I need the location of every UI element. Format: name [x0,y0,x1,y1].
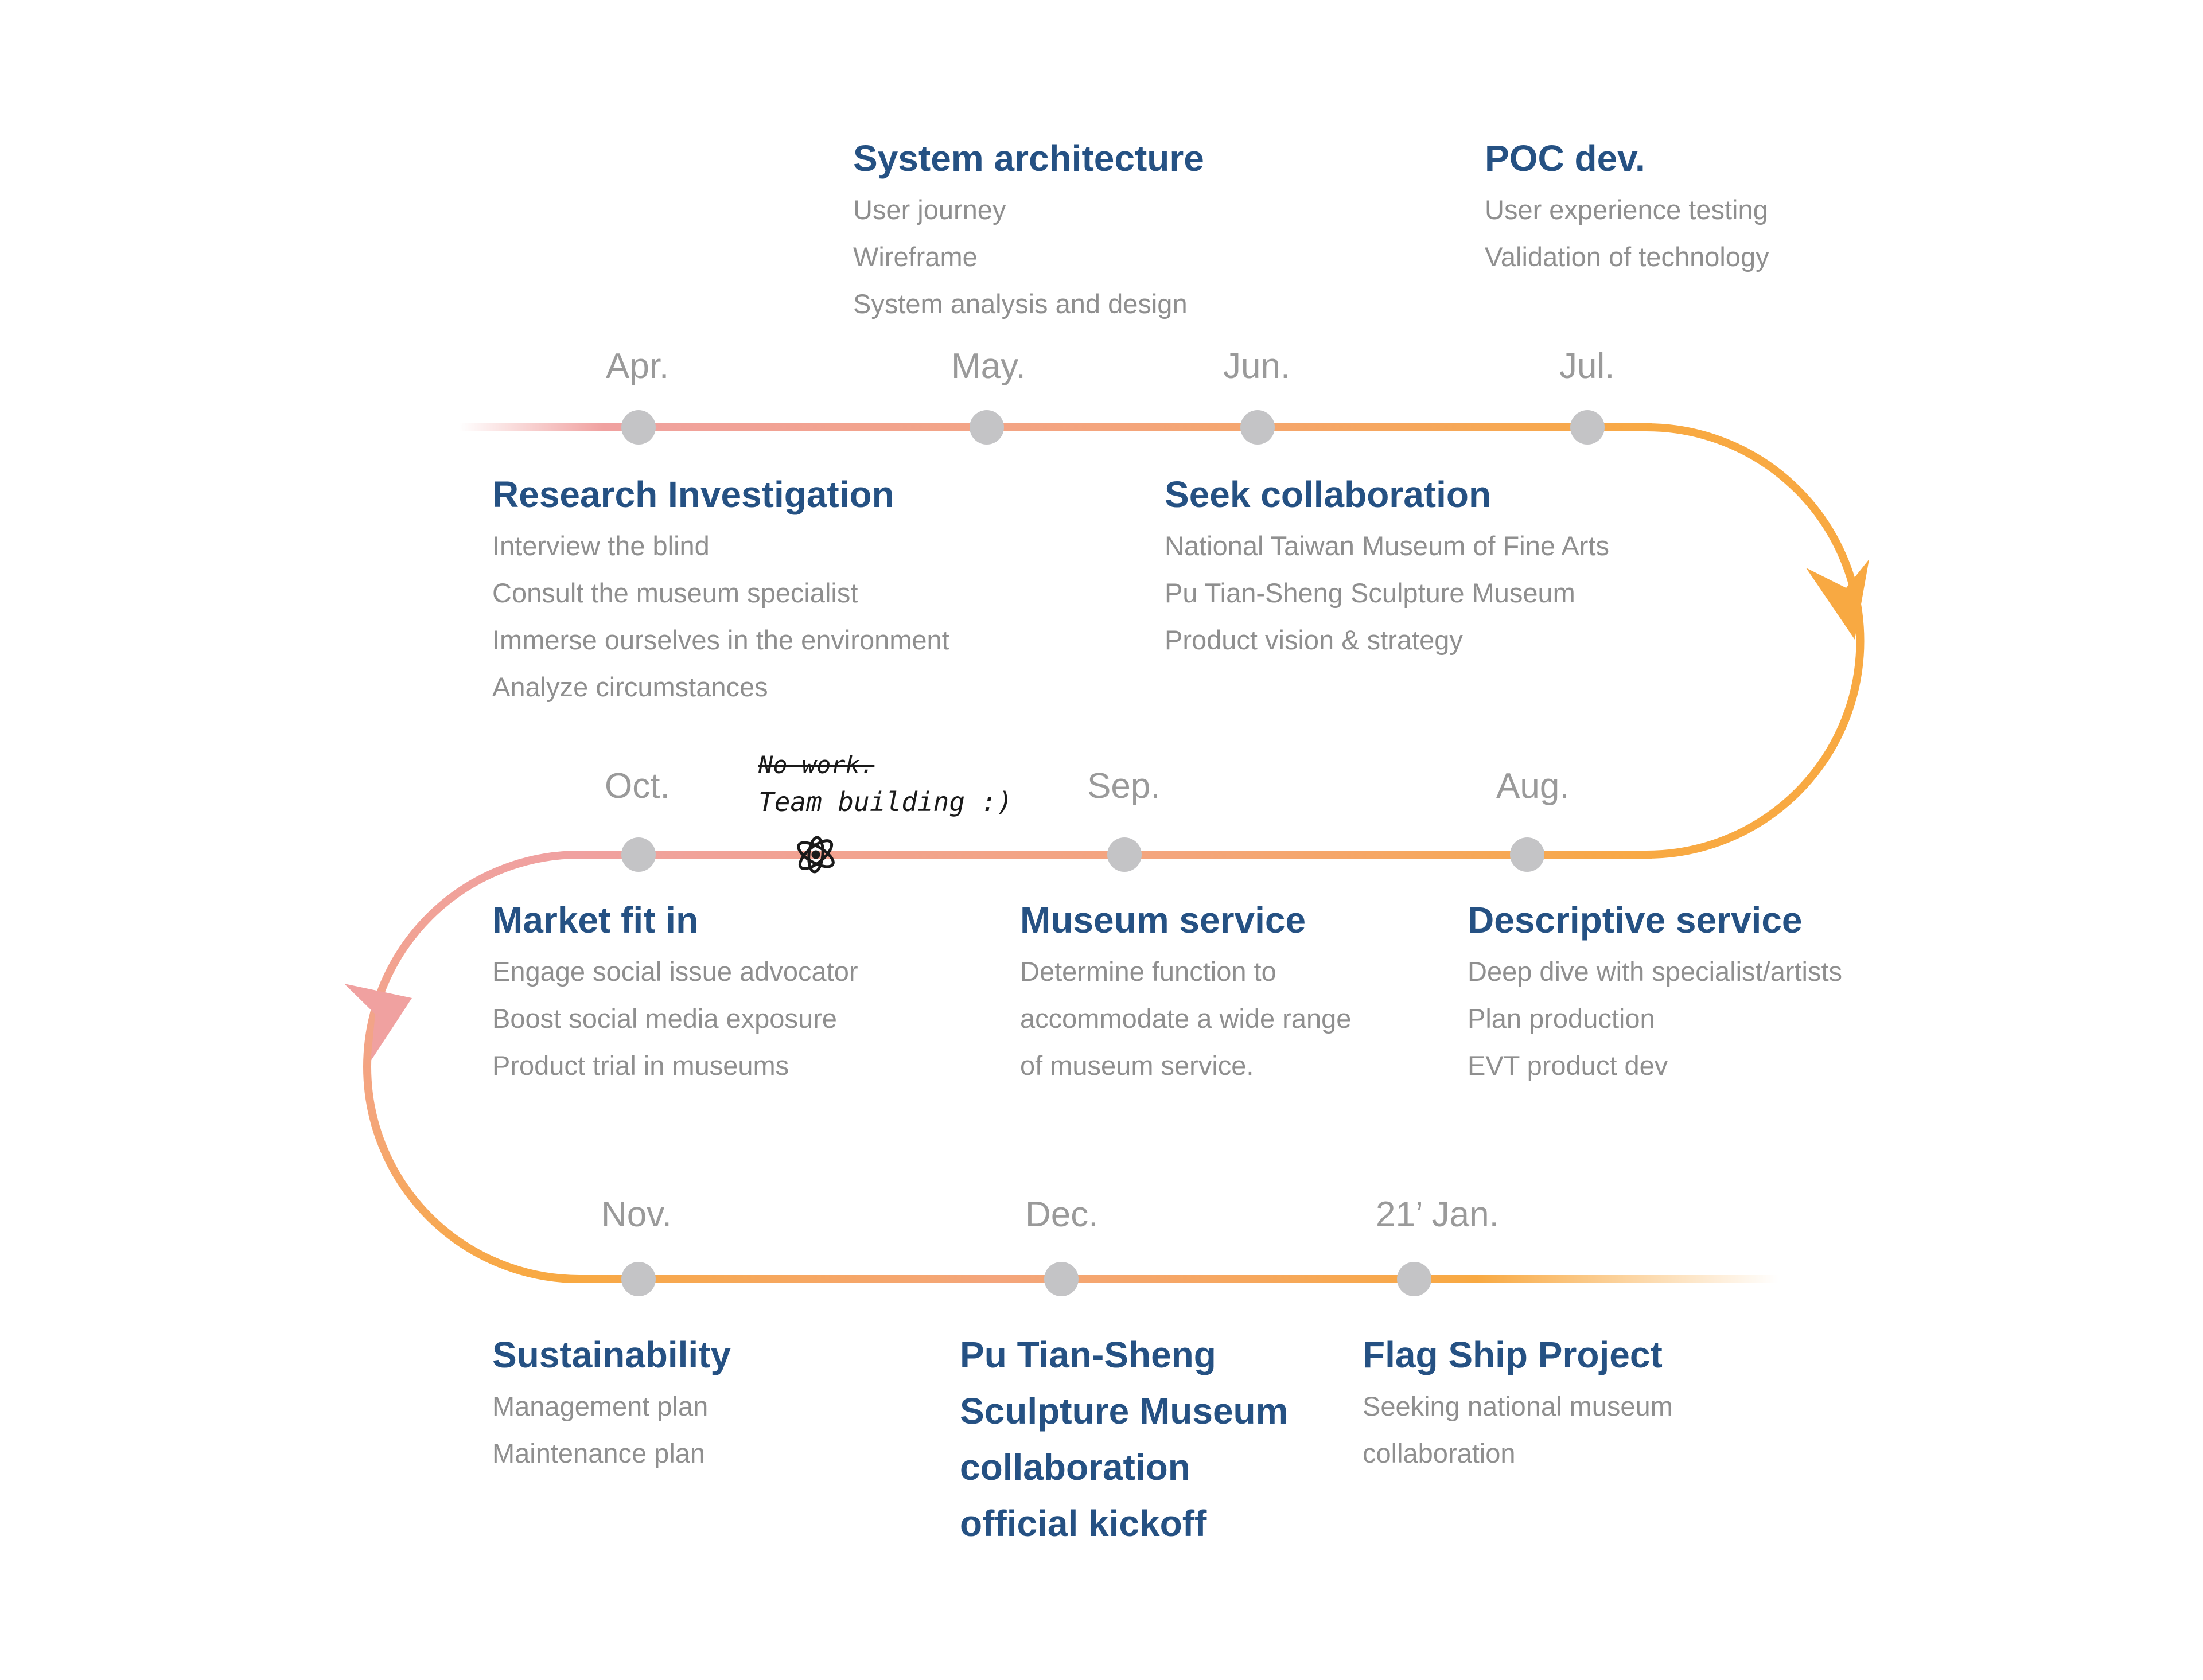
milestone-item: System analysis and design [853,289,1188,319]
month-label-jan: 21’ Jan. [1376,1195,1499,1234]
milestone-item: Determine function to [1020,956,1276,987]
milestone-item: Product vision & strategy [1165,625,1463,655]
milestone-item: Immerse ourselves in the environment [492,625,949,655]
month-label-aug: Aug. [1496,766,1570,806]
milestone-item: Management plan [492,1391,709,1421]
left-curve [363,851,580,1283]
milestone-item: Consult the museum specialist [492,578,858,608]
milestone-title: Museum service [1020,899,1306,941]
milestone-item: collaboration [1363,1438,1516,1468]
node-oct [621,837,656,872]
milestone-item: Seeking national museum [1363,1391,1673,1421]
milestone-item: of museum service. [1020,1050,1254,1081]
node-jan [1397,1262,1431,1296]
milestone-item: Interview the blind [492,531,710,561]
milestone-title: POC dev. [1485,138,1645,179]
milestone-item: User journey [853,194,1006,225]
milestone-item: EVT product dev [1468,1050,1668,1081]
month-label-jul: Jul. [1559,346,1615,386]
node-dec [1044,1262,1079,1296]
note-struck-text: No work. [758,751,875,779]
milestone-flag-ship-project: Flag Ship Project Seeking national museu… [1363,1327,1673,1477]
milestone-item: Pu Tian-Sheng Sculpture Museum [1165,578,1575,608]
milestone-item: Product trial in museums [492,1050,789,1081]
month-label-dec: Dec. [1025,1195,1099,1234]
month-label-oct: Oct. [605,766,670,806]
milestone-title: System architecture [853,138,1204,179]
milestone-item: Analyze circumstances [492,672,768,702]
milestone-item: accommodate a wide range [1020,1003,1352,1034]
milestone-title-line: Sculpture Museum [960,1390,1289,1432]
row1-line [459,423,1652,431]
right-arrowhead [1806,559,1869,640]
milestone-seek-collaboration: Seek collaboration National Taiwan Museu… [1165,466,1609,664]
milestone-item: User experience testing [1485,194,1768,225]
milestone-poc-dev: POC dev. User experience testing Validat… [1485,130,1769,280]
milestone-item: Deep dive with specialist/artists [1468,956,1843,987]
milestone-museum-service: Museum service Determine function to acc… [1020,892,1351,1089]
milestone-title: Market fit in [492,899,699,941]
node-sep [1107,837,1142,872]
milestone-item: Wireframe [853,241,978,272]
milestone-item: Plan production [1468,1003,1655,1034]
milestone-item: Engage social issue advocator [492,956,858,987]
month-label-jun: Jun. [1223,346,1291,386]
node-jun [1240,410,1275,445]
milestone-title-line: official kickoff [960,1503,1207,1544]
milestone-system-architecture: System architecture User journey Wirefra… [853,130,1204,328]
milestone-descriptive-service: Descriptive service Deep dive with speci… [1468,892,1842,1089]
milestone-sustainability: Sustainability Management plan Maintenan… [492,1327,731,1477]
milestone-research-investigation: Research Investigation Interview the bli… [492,466,949,711]
month-label-may: May. [951,346,1026,386]
month-label-sep: Sep. [1087,766,1161,806]
node-apr [621,410,656,445]
node-aug [1510,837,1544,872]
note-text: Team building :) [758,786,1013,817]
milestone-item: Maintenance plan [492,1438,706,1468]
month-label-apr: Apr. [606,346,670,386]
milestone-market-fit: Market fit in Engage social issue advoca… [492,892,858,1089]
milestone-item: Boost social media exposure [492,1003,837,1034]
milestone-pu-tian-sheng-kickoff: Pu Tian-Sheng Sculpture Museum collabora… [960,1327,1289,1552]
milestone-title: Research Investigation [492,474,894,515]
node-may [970,410,1004,445]
row3-line [574,1275,1778,1283]
milestone-title: Sustainability [492,1334,731,1375]
milestone-title-line: Pu Tian-Sheng [960,1334,1216,1375]
milestone-item: National Taiwan Museum of Fine Arts [1165,531,1609,561]
right-curve [1646,423,1865,859]
milestone-title: Flag Ship Project [1363,1334,1663,1375]
milestone-item: Validation of technology [1485,241,1769,272]
milestone-title-line: collaboration [960,1447,1190,1488]
node-jul [1570,410,1605,445]
milestone-title: Descriptive service [1468,899,1803,941]
atom-doodle-icon [797,836,835,874]
left-arrowhead [344,984,412,1061]
milestone-title: Seek collaboration [1165,474,1492,515]
month-label-nov: Nov. [601,1195,672,1234]
node-nov [621,1262,656,1296]
